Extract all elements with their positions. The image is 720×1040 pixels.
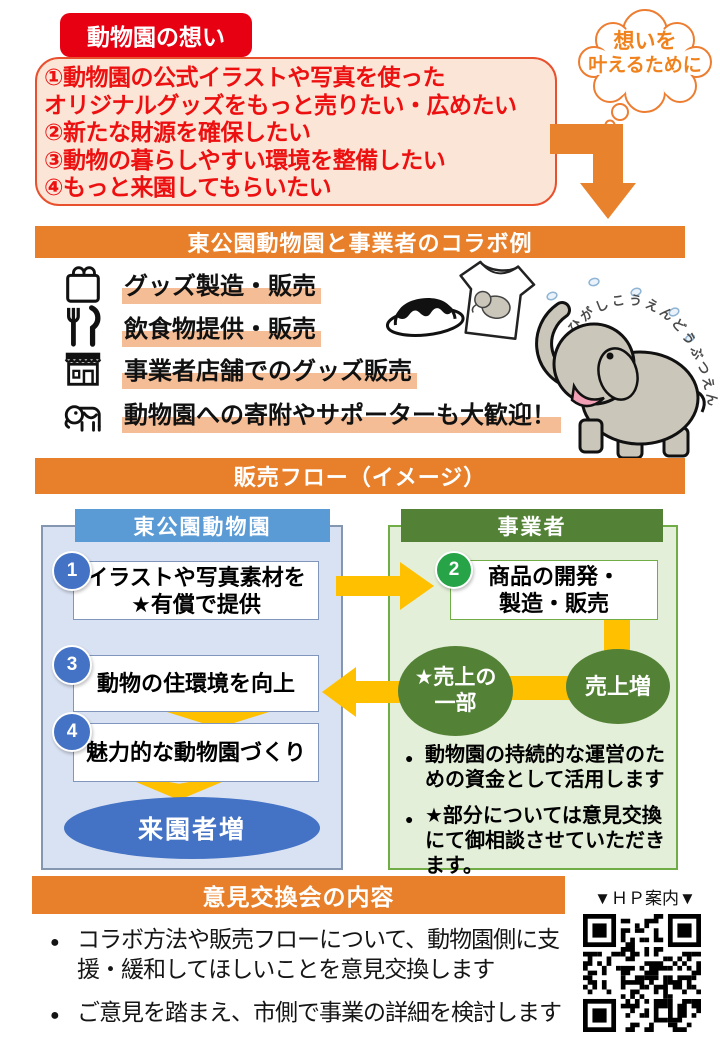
collab-item-shop: 事業者店舗でのグッズ販売 — [60, 348, 417, 392]
collab-item-donation-label: 動物園への寄附やサポーターも大歓迎！ — [122, 395, 561, 433]
meeting-bullets: コラボ方法や販売フローについて、動物園側に支援・緩和してほしいことを意見交換しま… — [50, 924, 566, 1040]
sales-share-line1: ★売上の — [414, 666, 497, 689]
flow-banner: 販売フロー（イメージ） — [35, 458, 685, 494]
collab-item-donation: 動物園への寄附やサポーターも大歓迎！ — [60, 392, 561, 436]
step1-box: イラストや写真素材を ★有償で提供 — [73, 561, 319, 620]
wish-title: 動物園の想い — [87, 24, 225, 50]
sales-share-line2: 一部 — [434, 692, 477, 715]
step1-number: 1 — [52, 551, 92, 591]
step4-box: 魅力的な動物園づくり — [73, 723, 319, 782]
collab-item-shop-label: 事業者店舗でのグッズ販売 — [122, 351, 417, 389]
business-note-1: 動物園の持続的な運営のための資金として活用します — [405, 743, 673, 793]
business-header-label: 事業者 — [497, 515, 567, 539]
sales-up-ellipse: 売上増 — [566, 649, 670, 724]
step1-line2: ★有償で提供 — [131, 591, 261, 617]
wish-lines: ①動物園の公式イラストや写真を使った オリジナルグッズをもっと売りたい・広めたい… — [44, 64, 548, 202]
business-note-2: ★部分については意見交換にて御相談させていただきます。 — [405, 804, 673, 879]
thought-cloud-icon — [578, 9, 712, 131]
collab-item-food: 飲食物提供・販売 — [60, 304, 321, 353]
visitors-increase-ellipse: 来園者増 — [64, 797, 320, 859]
step3-number: 3 — [52, 645, 92, 685]
cloud-line-1: 想いを — [613, 30, 677, 53]
step4-number-label: 4 — [66, 721, 78, 742]
visitors-increase-label: 来園者増 — [137, 816, 246, 844]
hp-guide-label: ▼ＨＰ案内▼ — [594, 889, 696, 908]
collab-item-goods-label: グッズ製造・販売 — [122, 266, 321, 304]
meeting-bullet-2: ご意見を踏まえ、市側で事業の詳細を検討します — [50, 997, 566, 1031]
meeting-bullet-1: コラボ方法や販売フローについて、動物園側に支援・緩和してほしいことを意見交換しま… — [50, 924, 566, 984]
business-notes: 動物園の持続的な運営のための資金として活用します ★部分については意見交換にて御… — [405, 743, 673, 890]
cloud-line-2: 叶えるために — [588, 55, 702, 76]
business-panel-header: 事業者 — [401, 509, 663, 542]
sales-up-label: 売上増 — [584, 673, 651, 699]
step2-number-label: 2 — [448, 559, 460, 580]
wish-line-3: ②新たな財源を確保したい — [44, 119, 311, 145]
shopping-bag-icon — [60, 261, 106, 310]
flow-banner-label: 販売フロー（イメージ） — [233, 465, 487, 490]
qr-code — [583, 914, 701, 1032]
collab-item-goods: グッズ製造・販売 — [60, 263, 321, 307]
step4-number: 4 — [52, 712, 92, 752]
meeting-banner: 意見交換会の内容 — [32, 876, 565, 914]
step3-number-label: 3 — [66, 654, 78, 675]
collab-banner: 東公園動物園と事業者のコラボ例 — [35, 226, 685, 258]
storefront-icon — [60, 346, 106, 395]
collab-banner-label: 東公園動物園と事業者のコラボ例 — [187, 231, 533, 256]
thought-cloud-text: 想いを 叶えるために — [580, 30, 710, 78]
zoo-header-label: 東公園動物園 — [133, 515, 272, 539]
elbow-arrow-icon — [550, 124, 636, 219]
step2-box: 商品の開発・ 製造・販売 — [450, 560, 658, 620]
wish-line-5: ④もっと来園してもらいたい — [44, 174, 332, 200]
wish-line-1: ①動物園の公式イラストや写真を使った — [44, 64, 446, 90]
tshirt-illustration — [459, 260, 536, 341]
elephant-mascot-illustration: ひがしこうえんどうぶつえん — [535, 277, 718, 460]
arrow-right-icon — [336, 562, 434, 610]
zoo-panel-header: 東公園動物園 — [75, 509, 330, 542]
wish-line-4: ③動物の暮らしやすい環境を整備したい — [44, 146, 446, 173]
pudding-hat-illustration — [385, 298, 465, 337]
elephant-icon — [60, 390, 106, 439]
step3-box: 動物の住環境を向上 — [73, 655, 319, 712]
step1-number-label: 1 — [66, 560, 78, 581]
meeting-banner-label: 意見交換会の内容 — [202, 884, 395, 910]
step3-label: 動物の住環境を向上 — [96, 671, 295, 696]
step2-number: 2 — [435, 551, 473, 589]
step2-line2: 製造・販売 — [498, 591, 609, 616]
wish-line-2: オリジナルグッズをもっと売りたい・広めたい — [44, 91, 517, 118]
wish-title-box: 動物園の想い — [60, 13, 252, 57]
step2-line1: 商品の開発・ — [487, 564, 620, 589]
step1-line1: イラストや写真素材を — [86, 564, 306, 590]
sales-share-ellipse: ★売上の 一部 — [398, 646, 513, 736]
fork-knife-icon — [60, 304, 106, 353]
step4-label: 魅力的な動物園づくり — [85, 740, 306, 765]
collab-item-food-label: 飲食物提供・販売 — [122, 309, 321, 347]
wish-box — [35, 57, 557, 206]
